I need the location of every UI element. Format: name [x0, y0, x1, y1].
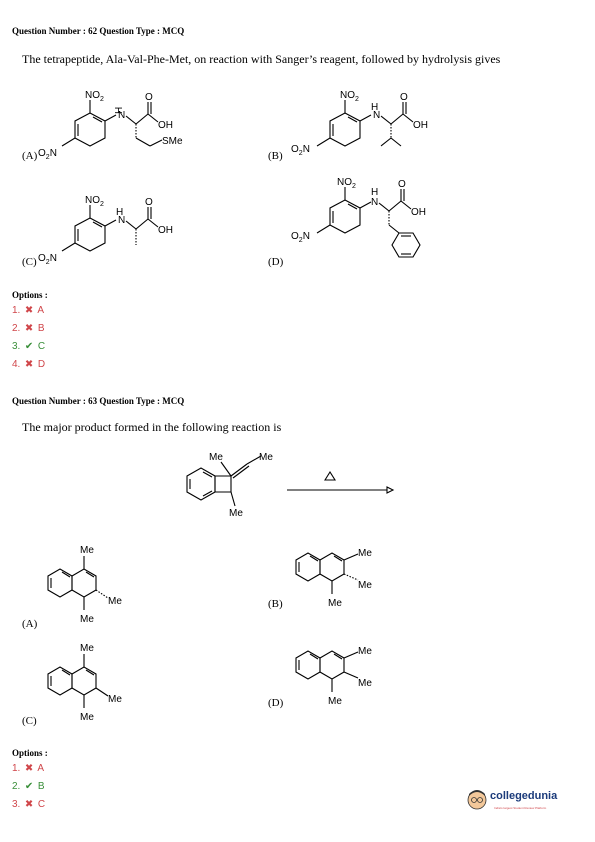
q62-choice-c-label: (C)	[22, 256, 37, 268]
q62d-o: O	[398, 179, 406, 190]
q63a-me-2: Me	[108, 596, 122, 607]
q63c-me-1: Me	[80, 643, 94, 654]
q62b-h: H	[371, 102, 378, 113]
q62-choice-d-label: (D)	[268, 256, 284, 268]
q62a-o: O	[145, 92, 153, 103]
q62b-n: N	[373, 110, 380, 121]
q63a-me-3: Me	[80, 614, 94, 625]
question-63-text: The major product formed in the followin…	[22, 420, 282, 434]
q62c-h: H	[116, 207, 123, 218]
q62c-oh: OH	[158, 225, 173, 236]
q62c-o2n: O2N	[38, 253, 57, 266]
q63d-me-3: Me	[328, 696, 342, 707]
q62a-sme: SMe	[162, 136, 183, 147]
q62-option-1[interactable]: 1. ✖ A	[12, 305, 45, 316]
q62c-o: O	[145, 197, 153, 208]
q62a-oh: OH	[158, 120, 173, 131]
q62b-o: O	[400, 92, 408, 103]
q63-reactant-me-1: Me	[209, 452, 223, 463]
q62d-no2: NO2	[337, 177, 356, 190]
q63-structure-c: Me Me Me	[47, 643, 122, 723]
q63-choice-d-label: (D)	[268, 697, 284, 709]
q63-reactant-structure: Me Me Me	[186, 452, 395, 519]
q62-structure-b: NO2 O2N H N O OH	[291, 90, 428, 157]
q63-reactant-me-2: Me	[259, 452, 273, 463]
check-icon: ✔	[24, 341, 34, 352]
cross-icon: ✖	[24, 305, 34, 316]
q63b-me-3: Me	[328, 598, 342, 609]
q62b-no2: NO2	[340, 90, 359, 103]
q63-choice-a-label: (A)	[22, 618, 38, 630]
q63a-me-1: Me	[80, 545, 94, 556]
q63-options-title: Options :	[12, 748, 48, 758]
q62c-no2: NO2	[85, 195, 104, 208]
question-63-header: Question Number : 63 Question Type : MCQ	[12, 396, 185, 406]
q62a-no2: NO2	[85, 90, 104, 103]
q62-option-4[interactable]: 4. ✖ D	[12, 359, 46, 370]
logo-wordmark: collegedunia	[490, 790, 558, 802]
q62-option-2[interactable]: 2. ✖ B	[12, 323, 45, 334]
q62d-h: H	[371, 187, 378, 198]
q63-option-2[interactable]: 2. ✔ B	[12, 781, 45, 792]
q62a-o2n: O2N	[38, 148, 57, 161]
q62d-n: N	[371, 197, 378, 208]
q63-choice-b-label: (B)	[268, 598, 283, 610]
q62-structure-a: NO2 O2N H N O OH SMe	[38, 90, 183, 161]
q63-structure-b: Me Me Me	[295, 548, 372, 609]
q62d-oh: OH	[411, 207, 426, 218]
question-62-header: Question Number : 62 Question Type : MCQ	[12, 26, 185, 36]
q63-choice-c-label: (C)	[22, 715, 37, 727]
heat-triangle-icon	[324, 470, 336, 481]
q62-choice-b-label: (B)	[268, 150, 283, 162]
check-icon: ✔	[24, 781, 34, 792]
q62-choice-a-label: (A)	[22, 150, 38, 162]
q62b-o2n: O2N	[291, 144, 310, 157]
q62d-o2n: O2N	[291, 231, 310, 244]
q63-option-3[interactable]: 3. ✖ C	[12, 799, 46, 810]
q63c-me-2: Me	[108, 694, 122, 705]
q63c-me-3: Me	[80, 712, 94, 723]
q62-options-title: Options :	[12, 290, 48, 300]
q62c-n: N	[118, 215, 125, 226]
collegedunia-logo: collegedunia India's largest Student Rev…	[466, 786, 591, 816]
q62b-oh: OH	[413, 120, 428, 131]
q62a-n: N	[118, 110, 125, 121]
logo-tagline: India's largest Student Review Platform	[494, 806, 547, 810]
q63-option-1[interactable]: 1. ✖ A	[12, 763, 45, 774]
q63d-me-2: Me	[358, 678, 372, 689]
q62-option-3[interactable]: 3. ✔ C	[12, 341, 46, 352]
q62a-h: H	[114, 107, 125, 114]
q63b-me-1: Me	[358, 548, 372, 559]
q63d-me-1: Me	[358, 646, 372, 657]
mascot-icon	[467, 790, 487, 810]
q63-structure-a: Me Me Me	[47, 545, 122, 625]
cross-icon: ✖	[24, 763, 34, 774]
q63-reactant-me-3: Me	[229, 508, 243, 519]
q62-structure-c: NO2 O2N H N O OH	[38, 195, 173, 266]
question-62-text: The tetrapeptide, Ala-Val-Phe-Met, on re…	[22, 52, 501, 66]
cross-icon: ✖	[24, 359, 34, 370]
cross-icon: ✖	[24, 323, 34, 334]
q63b-me-2: Me	[358, 580, 372, 591]
cross-icon: ✖	[24, 799, 34, 810]
q63-structure-d: Me Me Me	[295, 646, 372, 707]
q62-structure-d: NO2 O2N H N O OH	[291, 177, 426, 258]
